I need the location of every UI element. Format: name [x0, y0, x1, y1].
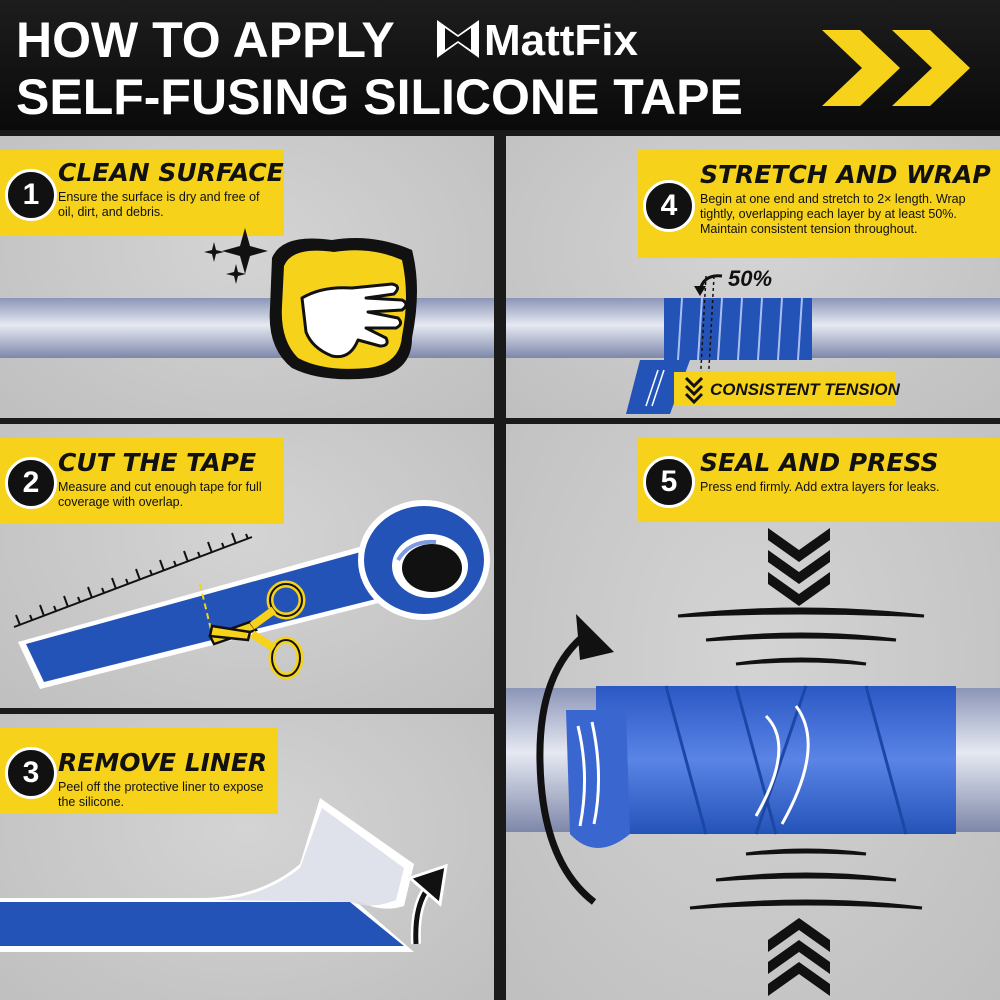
- press-chevron-icon: [768, 528, 830, 606]
- step-1-panel: 1 CLEAN SURFACE Ensure the surface is dr…: [0, 136, 494, 418]
- pipe-wrapped: [506, 685, 1000, 848]
- tape-strip: [18, 543, 414, 689]
- motion-lines-top: [677, 607, 925, 666]
- step-1-label-box: 1 CLEAN SURFACE Ensure the surface is dr…: [0, 150, 284, 236]
- divider-top: [0, 130, 1000, 136]
- step-4-title: STRETCH AND WRAP: [700, 160, 991, 189]
- step-5-panel: 5 SEAL AND PRESS Press end firmly. Add e…: [506, 424, 1000, 1000]
- step-4-panel: 4 STRETCH AND WRAP Begin at one end and …: [506, 136, 1000, 418]
- step-3-description: Peel off the protective liner to expose …: [58, 780, 264, 809]
- tension-chevron-icon: [684, 376, 704, 405]
- rotate-arrow-icon: [536, 614, 614, 905]
- brand-name: MattFix: [484, 16, 638, 65]
- overlap-label: 50%: [728, 266, 773, 291]
- scissors-icon: [199, 580, 306, 680]
- press-chevron-up-icon: [768, 918, 830, 996]
- header-title-line1: HOW TO APPLY: [16, 12, 395, 68]
- step-2-title: CUT THE TAPE: [58, 448, 257, 477]
- step-5-description: Press end firmly. Add extra layers for l…: [700, 480, 940, 494]
- brand-logo-icon: [437, 20, 479, 58]
- step-3-number: 3: [5, 747, 57, 799]
- header-banner: HOW TO APPLY MattFix SELF-FUSING SILICON…: [0, 0, 1000, 130]
- ruler-icon: [13, 532, 253, 628]
- chevron-arrows-icon: [822, 30, 970, 106]
- overlap-arrow-icon: [694, 274, 723, 296]
- step-2-description: Measure and cut enough tape for full cov…: [58, 480, 262, 509]
- tape-liner: [0, 798, 414, 952]
- step-1-number: 1: [5, 169, 57, 221]
- divider-h2: [0, 708, 494, 714]
- step-4-number: 4: [643, 180, 695, 232]
- step-3-panel: 3 REMOVE LINER Peel off the protective l…: [0, 714, 494, 1000]
- step-4-description: Begin at one end and stretch to 2× lengt…: [700, 192, 966, 236]
- step-5-number: 5: [643, 456, 695, 508]
- step-5-title: SEAL AND PRESS: [700, 448, 939, 477]
- tension-label: CONSISTENT TENSION: [710, 380, 900, 399]
- divider-vertical: [494, 130, 506, 1000]
- motion-lines-bottom: [689, 848, 923, 910]
- step-1-description: Ensure the surface is dry and free of oi…: [58, 190, 260, 219]
- divider-h3: [506, 418, 1000, 424]
- tape-roll-icon: [358, 500, 490, 620]
- step-2-number: 2: [5, 457, 57, 509]
- sparkle-icon: [204, 228, 268, 284]
- step-3-title: REMOVE LINER: [58, 748, 268, 777]
- divider-h1: [0, 418, 494, 424]
- step-2-panel: 2 CUT THE TAPE Measure and cut enough ta…: [0, 424, 494, 708]
- header-title-line2: SELF-FUSING SILICONE TAPE: [16, 69, 743, 125]
- peel-arrow-icon: [407, 863, 448, 945]
- tension-label-box: CONSISTENT TENSION: [674, 372, 900, 406]
- step-1-title: CLEAN SURFACE: [58, 158, 284, 187]
- cloth-hand-icon: [269, 237, 417, 380]
- step-3-label-box: 3 REMOVE LINER Peel off the protective l…: [0, 728, 278, 814]
- step-2-label-box: 2 CUT THE TAPE Measure and cut enough ta…: [0, 438, 284, 524]
- step-5-label-box: 5 SEAL AND PRESS Press end firmly. Add e…: [638, 438, 1000, 522]
- step-4-label-box: 4 STRETCH AND WRAP Begin at one end and …: [638, 150, 1000, 258]
